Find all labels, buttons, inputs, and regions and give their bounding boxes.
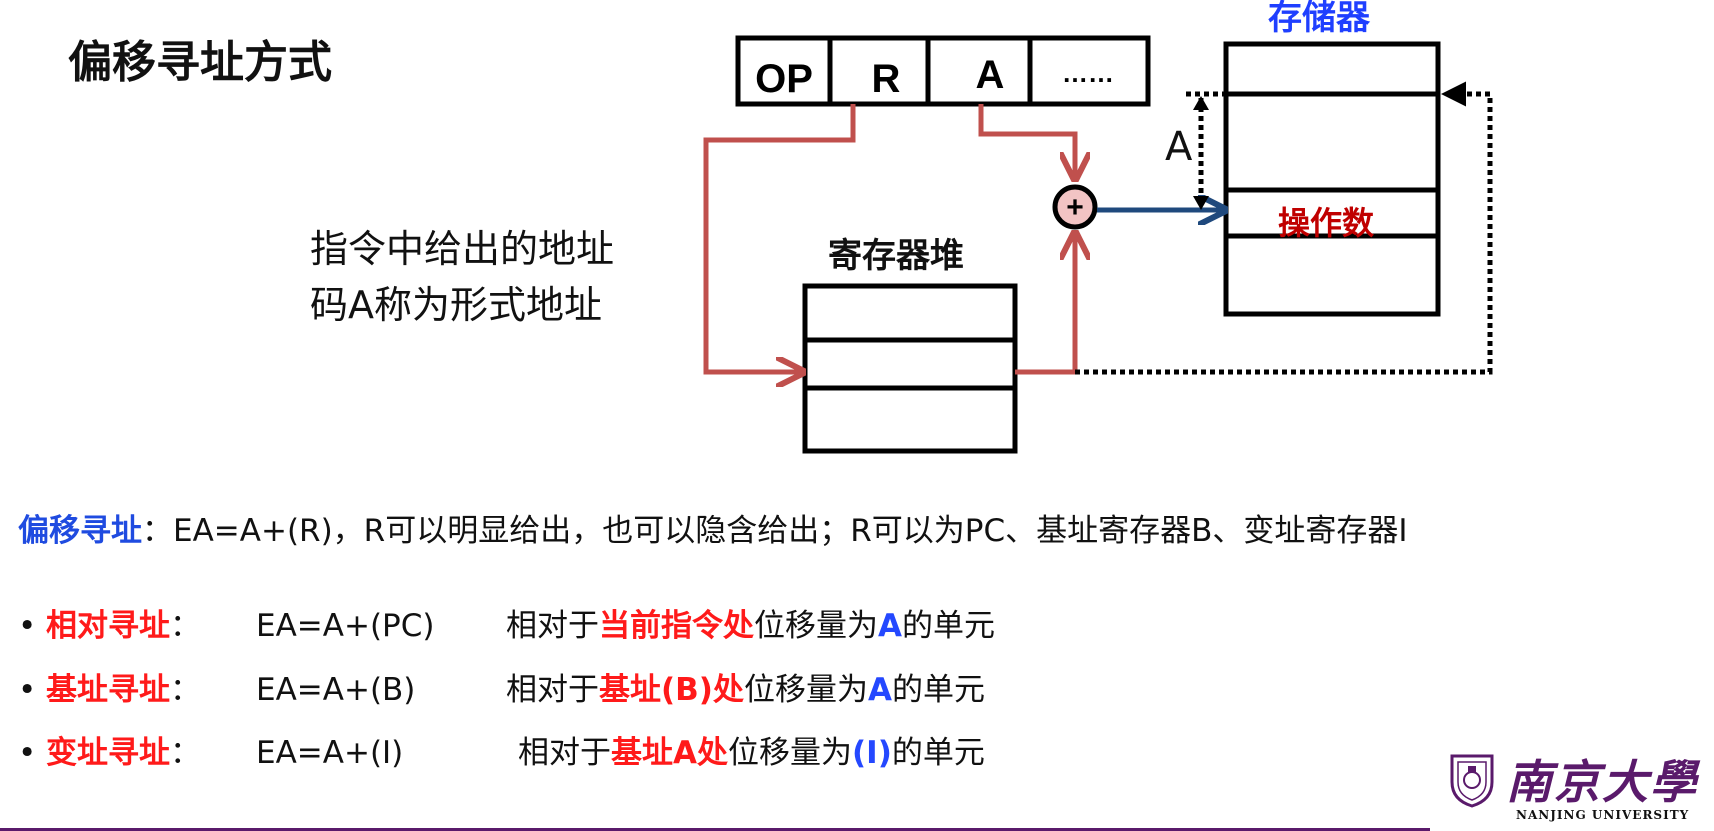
- note-line-2: 码A称为形式地址: [310, 283, 602, 327]
- register-file-label: 寄存器堆: [828, 236, 964, 276]
- slide-title: 偏移寻址方式: [68, 37, 332, 88]
- bullet-dot: •: [18, 672, 37, 708]
- adder: +: [1052, 184, 1098, 230]
- memory: [1223, 41, 1441, 317]
- bullet-relative: •相对寻址：EA=A+(PC)相对于当前指令处位移量为A的单元: [18, 608, 995, 644]
- logo-chinese: 南京大學: [1506, 755, 1698, 809]
- bullet-dot: •: [18, 608, 37, 644]
- operand-label: 操作数: [1278, 204, 1375, 242]
- bullet-term: 基址寻址: [46, 672, 170, 708]
- addressing-diagram: OP R A …… +: [703, 35, 1493, 454]
- definition-text: ：EA=A+(R)，R可以明显给出，也可以隐含给出；R可以为PC、基址寄存器B、…: [142, 513, 1408, 549]
- memory-label: 存储器: [1268, 0, 1370, 38]
- field-r: R: [872, 57, 901, 101]
- dotted-paths: [1075, 81, 1493, 375]
- note-line-1: 指令中给出的地址: [310, 227, 615, 271]
- bullet-formula: EA=A+(PC): [256, 608, 435, 644]
- bullet-base: •基址寻址：EA=A+(B)相对于基址(B)处位移量为A的单元: [18, 672, 985, 708]
- instruction-format: OP R A ……: [735, 35, 1151, 107]
- bullet-index: •变址寻址：EA=A+(I)相对于基址A处位移量为(I)的单元: [18, 735, 985, 771]
- definition-term: 偏移寻址: [18, 513, 142, 549]
- offset-label: A: [1165, 124, 1193, 170]
- field-rest: ……: [1062, 58, 1114, 88]
- register-file: [802, 283, 1018, 454]
- svg-text:+: +: [1066, 191, 1084, 224]
- bullet-formula: EA=A+(B): [256, 672, 416, 708]
- definition-line: 偏移寻址：EA=A+(R)，R可以明显给出，也可以隐含给出；R可以为PC、基址寄…: [18, 505, 1408, 550]
- bullet-formula: EA=A+(I): [256, 735, 404, 771]
- footer-rule: [0, 828, 1430, 831]
- field-op: OP: [755, 57, 813, 101]
- university-logo: 南京大學 NANJING UNIVERSITY: [1448, 752, 1703, 827]
- logo-english: NANJING UNIVERSITY: [1516, 808, 1690, 822]
- seal-icon: [1450, 754, 1494, 808]
- bullet-dot: •: [18, 735, 37, 771]
- bullet-term: 变址寻址: [46, 735, 170, 771]
- field-a: A: [976, 53, 1005, 97]
- bullet-term: 相对寻址: [46, 608, 170, 644]
